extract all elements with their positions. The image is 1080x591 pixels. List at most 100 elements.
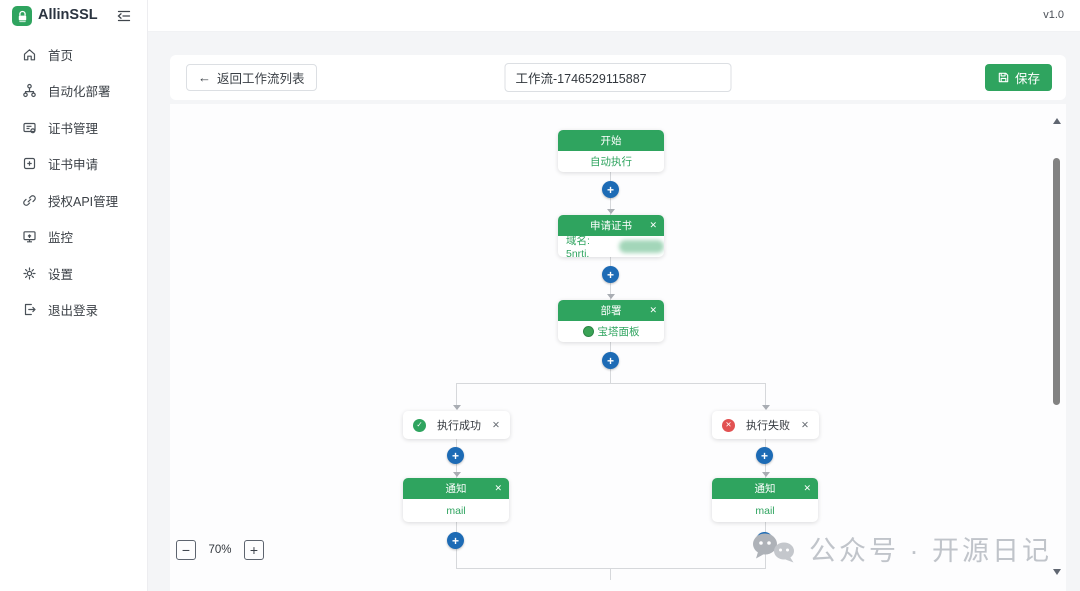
close-icon[interactable]: ✕ — [494, 483, 502, 493]
sidebar-item-monitor[interactable]: 监控 — [0, 219, 147, 256]
sidebar: AllinSSL 首页 自动化部署 证书管理 证书申请 授权API管理 监控 — [0, 0, 148, 591]
close-icon[interactable]: ✕ — [649, 305, 657, 315]
branch-fail[interactable]: ✕ 执行失败 ✕ — [712, 411, 819, 439]
fail-cross-icon: ✕ — [722, 418, 735, 432]
scrollbar-thumb[interactable] — [1053, 158, 1060, 405]
add-node-button[interactable]: + — [447, 532, 464, 549]
node-notify-body: mail — [755, 504, 775, 517]
back-arrow-icon: ← — [198, 70, 211, 85]
sidebar-item-home[interactable]: 首页 — [0, 36, 147, 73]
branch-success[interactable]: ✓ 执行成功 ✕ — [403, 411, 510, 439]
add-node-button[interactable]: + — [447, 447, 464, 464]
node-notify-header: 通知 ✕ — [403, 478, 509, 499]
plus-icon: + — [451, 533, 459, 548]
baota-panel-icon — [582, 326, 594, 337]
back-button-label: 返回工作流列表 — [217, 72, 305, 86]
plus-icon: + — [606, 182, 614, 197]
sidebar-item-cert-apply[interactable]: 证书申请 — [0, 146, 147, 183]
settings-icon — [23, 267, 36, 280]
zoom-out-button[interactable]: − — [176, 540, 196, 560]
node-notify-fail[interactable]: 通知 ✕ mail — [712, 478, 818, 522]
sidebar-item-cert-manage[interactable]: 证书管理 — [0, 109, 147, 146]
top-header: v1.0 — [148, 0, 1080, 32]
sidebar-item-label: 设置 — [48, 267, 74, 282]
logout-icon — [24, 304, 36, 316]
scroll-up-icon[interactable] — [1053, 118, 1061, 124]
plus-icon: + — [760, 448, 768, 463]
node-start[interactable]: 开始 自动执行 — [558, 130, 664, 172]
sidebar-item-label: 授权API管理 — [48, 194, 119, 209]
arrowhead-icon — [607, 209, 615, 214]
add-node-button[interactable]: + — [602, 266, 619, 283]
sidebar-item-label: 首页 — [48, 48, 74, 63]
minus-icon: − — [181, 542, 191, 558]
monitor-icon — [23, 231, 36, 243]
node-start-header: 开始 — [558, 130, 664, 151]
app-name: AllinSSL — [38, 7, 98, 23]
connector-line — [456, 383, 457, 407]
node-apply-cert[interactable]: 申请证书 ✕ 域名: 5nrtj. — [558, 215, 664, 257]
node-deploy-header: 部署 ✕ — [558, 300, 664, 321]
sidebar-nav: 首页 自动化部署 证书管理 证书申请 授权API管理 监控 设置 退出登录 — [0, 36, 147, 328]
node-notify-success[interactable]: 通知 ✕ mail — [403, 478, 509, 522]
save-icon — [998, 72, 1009, 83]
watermark: 公众号 · 开源日记 — [751, 529, 1052, 568]
redacted-domain-blur — [619, 240, 664, 253]
close-icon[interactable]: ✕ — [649, 220, 657, 230]
certificate-icon — [23, 122, 36, 134]
add-node-button[interactable]: + — [602, 181, 619, 198]
back-to-workflow-list-button[interactable]: ← 返回工作流列表 — [186, 64, 317, 91]
sidebar-item-label: 自动化部署 — [48, 85, 111, 100]
arrowhead-icon — [762, 405, 770, 410]
api-link-icon — [23, 194, 36, 206]
connector-line — [456, 568, 766, 569]
scroll-down-icon[interactable] — [1053, 569, 1061, 575]
sidebar-item-label: 退出登录 — [48, 304, 99, 319]
app-version: v1.0 — [1043, 9, 1064, 21]
sidebar-item-label: 监控 — [48, 231, 74, 246]
connector-line — [765, 383, 766, 407]
vertical-scrollbar[interactable] — [1052, 116, 1062, 577]
sidebar-item-api-manage[interactable]: 授权API管理 — [0, 182, 147, 219]
workflow-canvas[interactable]: 开始 自动执行 + 申请证书 ✕ 域名: 5nrtj. + 部署 ✕ 宝塔面板 … — [170, 104, 1066, 591]
app-logo-lock-icon — [12, 6, 32, 26]
deploy-target-label: 宝塔面板 — [597, 326, 640, 338]
close-icon[interactable]: ✕ — [803, 483, 811, 493]
zoom-in-button[interactable]: + — [244, 540, 264, 560]
close-icon[interactable]: ✕ — [492, 419, 500, 431]
connector-line — [610, 568, 611, 580]
save-button-label: 保存 — [1014, 72, 1040, 86]
plus-icon: + — [606, 353, 614, 368]
node-start-title: 开始 — [600, 135, 622, 147]
node-notify-header: 通知 ✕ — [712, 478, 818, 499]
node-apply-cert-body: 域名: 5nrtj. — [558, 235, 664, 257]
close-icon[interactable]: ✕ — [801, 419, 809, 431]
node-apply-cert-header: 申请证书 ✕ — [558, 215, 664, 236]
sidebar-item-auto-deploy[interactable]: 自动化部署 — [0, 73, 147, 110]
node-apply-cert-title: 申请证书 — [590, 220, 632, 232]
sidebar-collapse-icon[interactable] — [116, 8, 132, 24]
branch-fail-label: 执行失败 — [746, 420, 791, 432]
node-deploy-body: 宝塔面板 — [558, 321, 664, 342]
brand: AllinSSL — [0, 0, 147, 32]
connector-line — [456, 383, 766, 384]
sidebar-item-logout[interactable]: 退出登录 — [0, 292, 147, 329]
sidebar-item-settings[interactable]: 设置 — [0, 255, 147, 292]
plus-icon: + — [451, 448, 459, 463]
workflow-name-input[interactable] — [504, 63, 732, 92]
plus-icon: + — [606, 267, 614, 282]
sidebar-item-label: 证书申请 — [48, 158, 99, 173]
arrowhead-icon — [607, 294, 615, 299]
node-notify-title: 通知 — [754, 483, 776, 495]
save-button[interactable]: 保存 — [984, 64, 1052, 91]
node-deploy[interactable]: 部署 ✕ 宝塔面板 — [558, 300, 664, 342]
node-deploy-title: 部署 — [600, 305, 622, 317]
home-icon — [23, 48, 36, 61]
add-node-button[interactable]: + — [602, 352, 619, 369]
arrowhead-icon — [762, 472, 770, 477]
arrowhead-icon — [453, 472, 461, 477]
plus-icon: + — [249, 542, 259, 558]
add-node-button[interactable]: + — [756, 447, 773, 464]
branch-success-label: 执行成功 — [437, 420, 482, 432]
sidebar-item-label: 证书管理 — [48, 121, 99, 136]
